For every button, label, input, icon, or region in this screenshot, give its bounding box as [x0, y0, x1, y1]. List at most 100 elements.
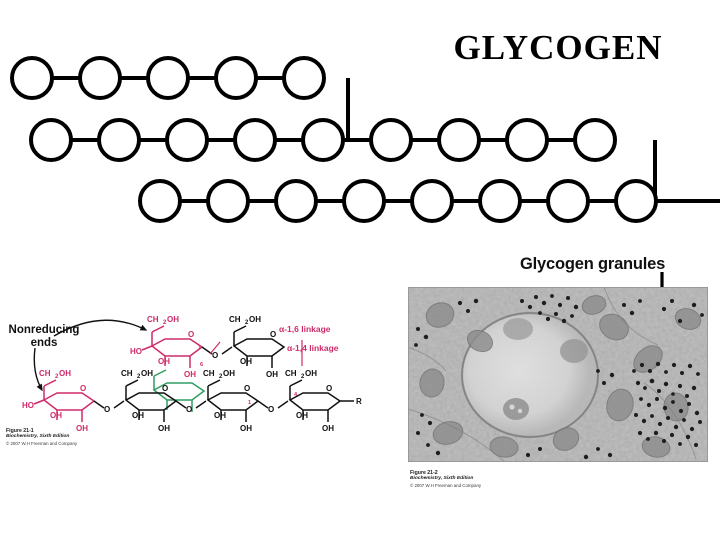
fig1-copyright: © 2007 W.H Freeman and Company [6, 440, 78, 446]
glucose-residue-circle [437, 118, 481, 162]
glucose-residue-circle [214, 56, 258, 100]
svg-text:2: 2 [219, 374, 223, 380]
svg-text:CH: CH [39, 369, 51, 378]
svg-text:R: R [356, 397, 362, 406]
glucose-residue-circle [206, 179, 250, 223]
svg-text:2: 2 [301, 374, 305, 380]
glucose-residue-circle [369, 118, 413, 162]
glucose-residue-circle [165, 118, 209, 162]
svg-text:OH: OH [167, 315, 179, 324]
nonreducing-line2: ends [30, 337, 58, 349]
chain-group [10, 56, 720, 223]
fig2-source: Biochemistry, Sixth Edition [410, 476, 474, 482]
glucose-residue-circle [97, 118, 141, 162]
bridge-oxygen-label-2: O [104, 405, 110, 414]
sugar-ring-black-bottom-3 [288, 379, 354, 422]
svg-text:2: 2 [55, 374, 59, 380]
branched-glucose-chain-diagram [10, 56, 720, 223]
svg-text:6: 6 [200, 362, 203, 368]
glycosidic-bridge-bottom-1 [93, 400, 125, 409]
bridge-oxygen-label: O [212, 351, 218, 360]
svg-text:O: O [244, 384, 250, 393]
alpha-1-6-linkage-label: α-1,6 linkage [279, 324, 331, 334]
svg-text:OH: OH [249, 315, 261, 324]
svg-text:OH: OH [266, 370, 278, 379]
svg-text:CH: CH [285, 369, 297, 378]
fig1-number: Figure 21-1 [6, 428, 34, 434]
electron-micrograph-image [408, 287, 708, 462]
glucose-residue-circle [301, 118, 345, 162]
svg-text:O: O [162, 384, 168, 393]
svg-text:1: 1 [248, 400, 251, 406]
glucose-residue-circle [138, 179, 182, 223]
glucose-residue-circle [573, 118, 617, 162]
svg-text:1: 1 [198, 345, 201, 351]
glucose-residue-circle [342, 179, 386, 223]
glucose-residue-circle [274, 179, 318, 223]
glucose-residue-circle [29, 118, 73, 162]
glucose-residue-circle [614, 179, 658, 223]
svg-text:OH: OH [184, 370, 196, 379]
figure-21-1-caption: Figure 21-1 Biochemistry, Sixth Edition … [6, 428, 77, 447]
svg-text:OH: OH [158, 357, 170, 366]
alpha-1-4-linkage-label: α-1,4 linkage [287, 343, 339, 353]
svg-text:OH: OH [158, 424, 170, 433]
svg-text:OH: OH [223, 369, 235, 378]
svg-text:OH: OH [76, 424, 88, 433]
svg-text:2: 2 [245, 320, 249, 326]
page-title: GLYCOGEN [453, 28, 663, 67]
bridge-oxygen-label-3: O [186, 405, 192, 414]
svg-text:OH: OH [141, 369, 153, 378]
svg-text:OH: OH [240, 357, 252, 366]
svg-text:O: O [80, 384, 86, 393]
ring-position-numbers: 1 6 1 4 [198, 345, 298, 406]
svg-text:OH: OH [296, 411, 308, 420]
glucose-residue-circle [478, 179, 522, 223]
bridge-oxygen-label-4: O [268, 405, 274, 414]
svg-text:OH: OH [305, 369, 317, 378]
svg-text:HO: HO [22, 401, 34, 410]
svg-text:OH: OH [132, 411, 144, 420]
glucose-residue-circle [146, 56, 190, 100]
sugar-ring-green-branch [152, 369, 206, 412]
svg-text:CH: CH [229, 315, 241, 324]
svg-text:HO: HO [130, 347, 142, 356]
svg-text:4: 4 [294, 392, 298, 398]
fig1-source: Biochemistry, Sixth Edition [6, 434, 70, 440]
glucose-residue-circle [505, 118, 549, 162]
svg-text:CH: CH [203, 369, 215, 378]
figure-21-2-caption: Figure 21-2 Biochemistry, Sixth Edition … [410, 470, 481, 489]
sugar-ring-black-top [232, 325, 286, 368]
nonreducing-line1: Nonreducing [8, 324, 80, 336]
nonreducing-ends-label: Nonreducing ends [6, 324, 82, 350]
svg-text:CH: CH [147, 315, 159, 324]
svg-text:O: O [270, 330, 276, 339]
svg-text:O: O [326, 384, 332, 393]
fig2-number: Figure 21-2 [410, 470, 438, 476]
svg-text:CH: CH [121, 369, 133, 378]
glycogen-granules-label: Glycogen granules [520, 255, 666, 273]
svg-text:2: 2 [163, 320, 167, 326]
svg-text:2: 2 [137, 374, 141, 380]
fig2-copyright: © 2007 W.H Freeman and Company [410, 482, 482, 488]
svg-text:OH: OH [322, 424, 334, 433]
glycosidic-bridge-bottom-3 [257, 400, 289, 409]
glucose-residue-circle [410, 179, 454, 223]
svg-text:OH: OH [50, 411, 62, 420]
svg-text:OH: OH [59, 369, 71, 378]
micrograph-svg [408, 287, 708, 462]
nonreducing-arrows [33, 319, 148, 392]
glucose-residue-circle [78, 56, 122, 100]
glycosidic-bridge-bottom-2 [175, 400, 207, 409]
svg-text:O: O [188, 330, 194, 339]
glucose-residue-circle [282, 56, 326, 100]
